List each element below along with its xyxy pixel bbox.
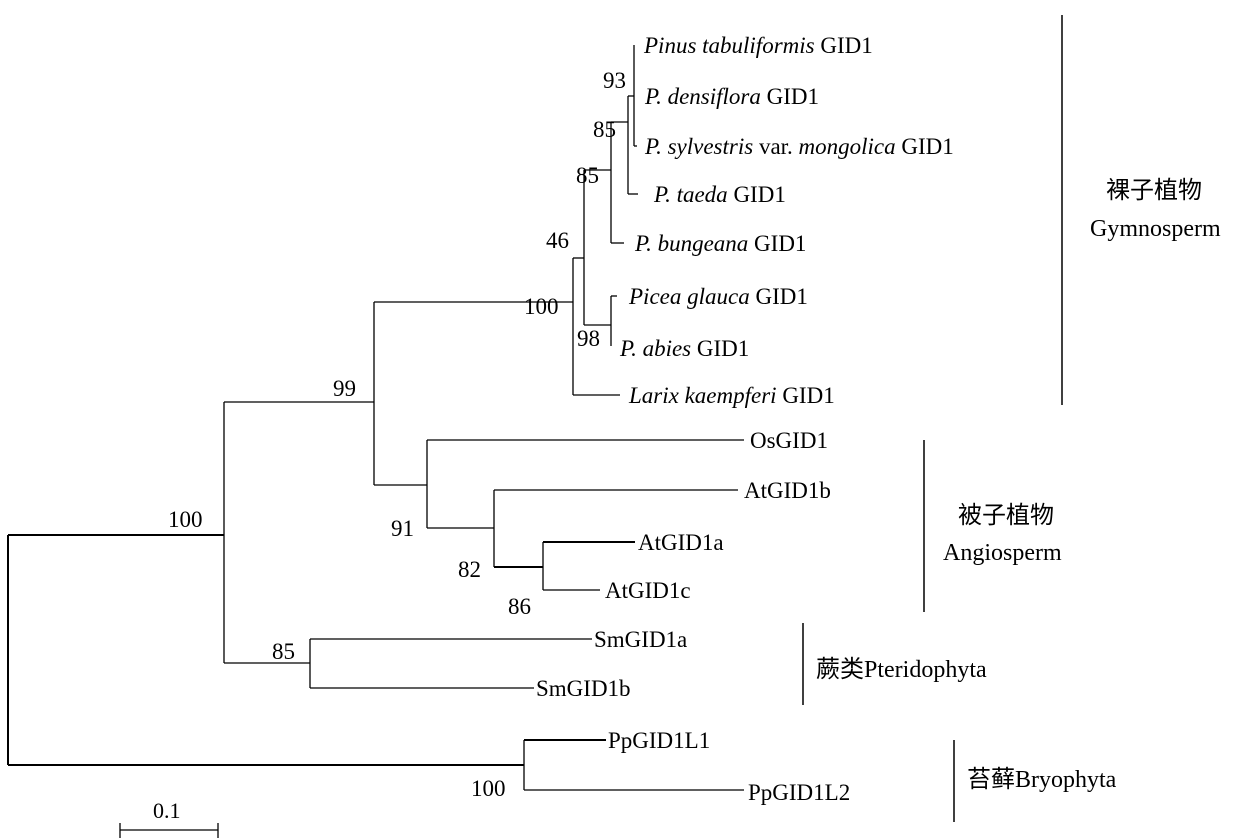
- leaf-smgid1a: SmGID1a: [594, 627, 687, 652]
- scale-bar-label: 0.1: [153, 798, 181, 823]
- bootstrap-85-outer: 85: [576, 163, 599, 188]
- group-gymnosperm-en: Gymnosperm: [1090, 216, 1221, 242]
- group-angiosperm-en: Angiosperm: [943, 540, 1062, 566]
- leaf-ppgid1l2: PpGID1L2: [748, 780, 850, 805]
- bootstrap-86: 86: [508, 594, 531, 619]
- bootstrap-100-gymnosperm: 100: [524, 294, 559, 319]
- node-46: [583, 169, 611, 326]
- leaf-atgid1a: AtGID1a: [638, 530, 724, 555]
- bootstrap-91: 91: [391, 516, 414, 541]
- bootstrap-85-inner: 85: [593, 117, 616, 142]
- leaf-atgid1b: AtGID1b: [744, 478, 831, 503]
- node-93: [633, 45, 637, 147]
- node-85-outer: [610, 121, 628, 244]
- bootstrap-85-pteridophyta: 85: [272, 639, 295, 664]
- bootstrap-98: 98: [577, 326, 600, 351]
- leaf-pinus-tabuliformis: Pinus tabuliformis GID1: [643, 33, 873, 58]
- bootstrap-93: 93: [603, 68, 626, 93]
- leaf-p-bungeana: P. bungeana GID1: [634, 231, 806, 256]
- group-angiosperm-cn: 被子植物: [958, 502, 1054, 529]
- leaf-p-abies: P. abies GID1: [619, 336, 749, 361]
- group-gymnosperm-cn: 裸子植物: [1106, 177, 1202, 204]
- leaf-picea-glauca: Picea glauca GID1: [628, 284, 808, 309]
- bootstrap-100-vascular: 100: [168, 507, 203, 532]
- bootstrap-46: 46: [546, 228, 569, 253]
- bootstrap-82: 82: [458, 557, 481, 582]
- leaf-p-densiflora: P. densiflora GID1: [644, 84, 819, 109]
- node-82: [493, 489, 738, 568]
- leaf-larix-kaempferi: Larix kaempferi GID1: [628, 383, 835, 408]
- group-pteridophyta: 蕨类Pteridophyta: [816, 656, 987, 683]
- node-98: [610, 295, 617, 346]
- node-85-pteridophyta: [309, 638, 592, 689]
- leaf-osgid1: OsGID1: [750, 428, 828, 453]
- node-seed-plants: [373, 301, 573, 486]
- group-bryophyta: 苔藓Bryophyta: [967, 766, 1117, 793]
- node-85-inner: [627, 95, 638, 195]
- leaf-smgid1b: SmGID1b: [536, 676, 631, 701]
- leaf-p-sylvestris: P. sylvestris var. mongolica GID1: [644, 134, 954, 159]
- node-86: [542, 541, 635, 591]
- leaf-p-taeda: P. taeda GID1: [653, 182, 786, 207]
- scale-bar: 0.1: [119, 798, 219, 838]
- root-node: [7, 534, 524, 766]
- node-100-bryophyta: [523, 739, 744, 791]
- node-91: [426, 439, 744, 529]
- node-vascular: [223, 401, 374, 664]
- bootstrap-99: 99: [333, 376, 356, 401]
- leaf-ppgid1l1: PpGID1L1: [608, 728, 710, 753]
- node-gymnosperm: [572, 257, 620, 396]
- bootstrap-100-bryophyta: 100: [471, 776, 506, 801]
- leaf-atgid1c: AtGID1c: [605, 578, 691, 603]
